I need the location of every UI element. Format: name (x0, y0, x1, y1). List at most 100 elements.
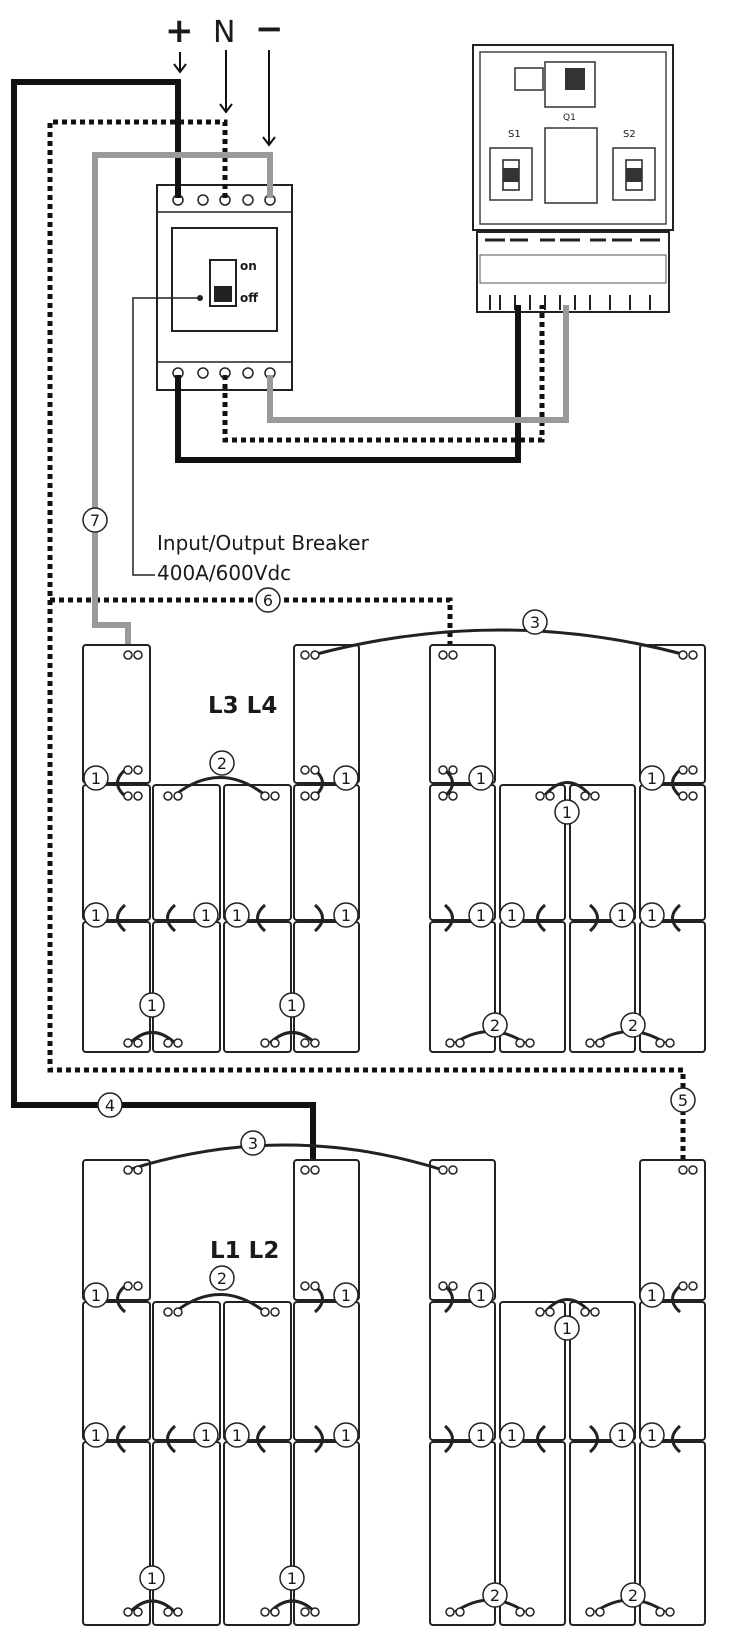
callout-1-l-a: 1 (83, 1282, 109, 1308)
callout-1-l-g: 1 (193, 1422, 219, 1448)
svg-text:2: 2 (217, 1269, 227, 1288)
neutral-terminal-label: N (213, 15, 235, 50)
breaker-caption-name: Input/Output Breaker (157, 531, 370, 555)
svg-text:1: 1 (647, 769, 657, 788)
breaker-off-label: off (240, 291, 258, 305)
callout-1-u-b: 1 (333, 765, 359, 791)
svg-text:1: 1 (147, 1569, 157, 1588)
svg-text:4: 4 (105, 1096, 115, 1115)
breaker-caption-rating: 400A/600Vdc (157, 561, 291, 585)
svg-text:1: 1 (91, 1426, 101, 1445)
callout-2-l-b: 2 (620, 1582, 646, 1608)
svg-text:1: 1 (341, 769, 351, 788)
callout-1-u-g: 1 (193, 902, 219, 928)
polarity-arrows (173, 50, 276, 147)
callout-1-l-l: 1 (609, 1422, 635, 1448)
svg-text:1: 1 (287, 1569, 297, 1588)
svg-text:1: 1 (341, 906, 351, 925)
breaker-inverter-positive-cable (175, 305, 521, 463)
svg-text:1: 1 (147, 996, 157, 1015)
callout-1-l-m: 1 (639, 1422, 665, 1448)
svg-text:1: 1 (562, 1319, 572, 1338)
battery-group-l3-l4 (82, 628, 706, 1053)
battery-group-l1-l2 (82, 1143, 706, 1626)
callout-1-l-o: 1 (279, 1565, 305, 1591)
svg-text:1: 1 (647, 906, 657, 925)
callout-1-l-k: 1 (499, 1422, 525, 1448)
svg-text:3: 3 (530, 613, 540, 632)
callout-1-l-n: 1 (139, 1565, 165, 1591)
callout-1-u-h: 1 (224, 902, 250, 928)
svg-text:2: 2 (490, 1016, 500, 1035)
callout-6: 6 (255, 587, 281, 613)
svg-text:1: 1 (617, 1426, 627, 1445)
breaker-inverter-negative-cable (267, 305, 569, 423)
callout-2-lower-left: 2 (209, 1265, 235, 1291)
callout-1-l-f: 1 (83, 1422, 109, 1448)
svg-text:1: 1 (507, 906, 517, 925)
callout-1-l-j: 1 (468, 1422, 494, 1448)
svg-text:6: 6 (263, 591, 273, 610)
svg-text:1: 1 (232, 906, 242, 925)
svg-text:1: 1 (647, 1426, 657, 1445)
callout-1-u-i: 1 (333, 902, 359, 928)
svg-text:1: 1 (201, 906, 211, 925)
callout-3-lower: 3 (240, 1130, 266, 1156)
cabinet-right-label: S2 (623, 129, 636, 140)
callout-1-l-b: 1 (333, 1282, 359, 1308)
svg-text:2: 2 (490, 1586, 500, 1605)
svg-text:2: 2 (628, 1016, 638, 1035)
group-label-l3-l4: L3 L4 (208, 693, 277, 719)
callout-1-l-c: 1 (468, 1282, 494, 1308)
callout-1-u-n: 1 (139, 992, 165, 1018)
input-output-breaker: on off (156, 184, 293, 391)
callout-1-l-h: 1 (224, 1422, 250, 1448)
svg-text:1: 1 (476, 906, 486, 925)
svg-text:1: 1 (91, 1286, 101, 1305)
callout-1-l-i: 1 (333, 1422, 359, 1448)
positive-terminal-label: + (165, 11, 194, 51)
callout-1-u-a: 1 (83, 765, 109, 791)
svg-text:5: 5 (678, 1091, 688, 1110)
svg-text:1: 1 (647, 1286, 657, 1305)
group-label-l1-l2: L1 L2 (210, 1238, 279, 1264)
svg-text:7: 7 (90, 511, 100, 530)
callout-1-l-e: 1 (554, 1315, 580, 1341)
svg-text:3: 3 (248, 1134, 258, 1153)
callout-2-u-b: 2 (620, 1012, 646, 1038)
callout-1-u-l: 1 (609, 902, 635, 928)
negative-cable-7 (92, 152, 273, 650)
callout-1-u-m: 1 (639, 902, 665, 928)
svg-text:1: 1 (476, 769, 486, 788)
callout-5: 5 (670, 1087, 696, 1113)
inverter-cabinet: Q1 S1 S2 (472, 44, 674, 313)
svg-text:2: 2 (217, 754, 227, 773)
callout-2-l-a: 2 (482, 1582, 508, 1608)
svg-text:1: 1 (91, 906, 101, 925)
cabinet-left-label: S1 (508, 129, 521, 140)
svg-text:2: 2 (628, 1586, 638, 1605)
negative-terminal-label: − (255, 9, 284, 49)
svg-text:1: 1 (476, 1426, 486, 1445)
svg-text:1: 1 (341, 1286, 351, 1305)
svg-text:1: 1 (507, 1426, 517, 1445)
callout-1-u-e: 1 (554, 799, 580, 825)
callout-7: 7 (82, 507, 108, 533)
breaker-leader-line (132, 297, 200, 576)
svg-text:1: 1 (476, 1286, 486, 1305)
positive-cable-4 (11, 79, 316, 1162)
cabinet-top-label: Q1 (563, 113, 576, 123)
callout-1-u-d: 1 (639, 765, 665, 791)
svg-text:1: 1 (341, 1426, 351, 1445)
callout-1-u-o: 1 (279, 992, 305, 1018)
svg-text:1: 1 (91, 769, 101, 788)
neutral-cable-5 (47, 119, 686, 1162)
callout-1-u-c: 1 (468, 765, 494, 791)
callout-1-u-f: 1 (83, 902, 109, 928)
svg-text:1: 1 (562, 803, 572, 822)
callout-1-u-k: 1 (499, 902, 525, 928)
breaker-on-label: on (240, 259, 257, 273)
callout-2-upper-left: 2 (209, 750, 235, 776)
callout-1-u-j: 1 (468, 902, 494, 928)
